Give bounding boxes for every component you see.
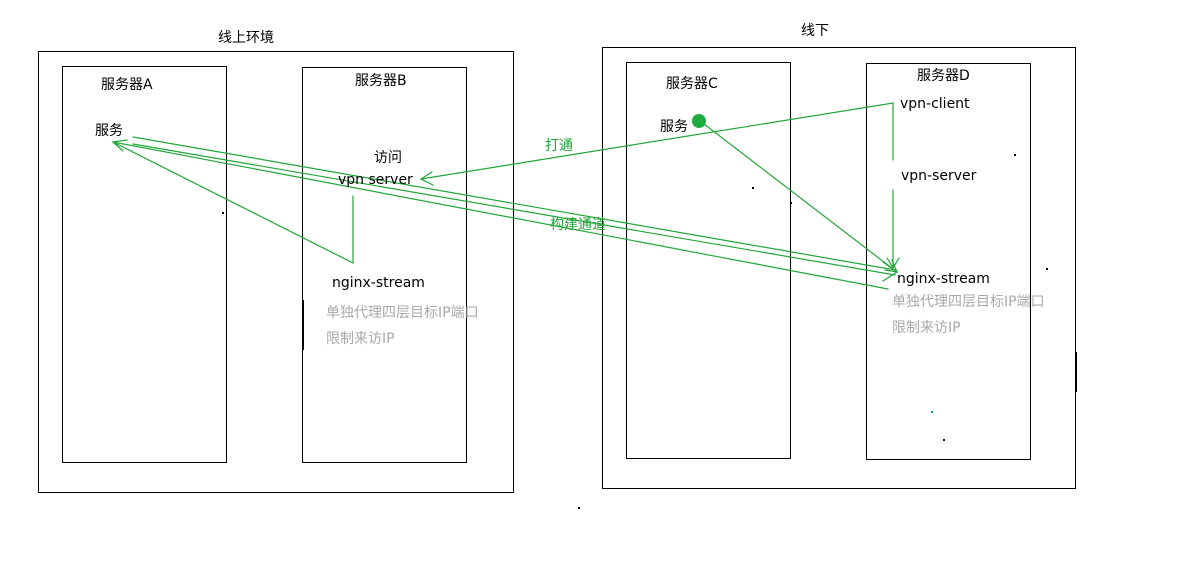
vpn-server-b-label: vpn server [338, 172, 413, 188]
server-a-title: 服务器A [101, 77, 153, 93]
server-d-box [866, 63, 1031, 460]
nginx-d-note-line2: 限制来访IP [892, 320, 961, 336]
access-label: 访问 [374, 150, 402, 166]
channel-label: 构建通道 [550, 217, 606, 233]
channel-arrowhead [882, 261, 899, 282]
server-b-title: 服务器B [355, 73, 407, 89]
server-c-box [626, 62, 791, 459]
vpn-server-d-label: vpn-server [901, 168, 977, 184]
channel-arrow-lower [132, 143, 896, 276]
nginx-b-note-line2: 限制来访IP [326, 331, 395, 347]
service-c-to-nginx-d-arrow [703, 123, 898, 273]
nginx-b-note-line1: 单独代理四层目标IP端口 [326, 305, 479, 321]
service-c-dot [692, 114, 706, 128]
return-to-service-a-arrow [112, 141, 889, 290]
online-environment-box [38, 51, 514, 493]
open-tunnel-label: 打通 [545, 138, 573, 154]
service-a-label: 服务 [95, 123, 123, 139]
vpn-client-label: vpn-client [900, 96, 970, 112]
nginx-d-note-line1: 单独代理四层目标IP端口 [892, 294, 1045, 310]
server-c-title: 服务器C [666, 76, 718, 92]
offline-environment-box [602, 47, 1076, 489]
server-a-box [62, 66, 227, 463]
online-environment-title: 线上环境 [218, 30, 274, 46]
server-b-box [302, 67, 467, 463]
service-c-label: 服务 [660, 119, 688, 135]
nginx-stream-b-label: nginx-stream [332, 275, 425, 291]
nginx-stream-d-label: nginx-stream [897, 271, 990, 287]
channel-arrow-upper [132, 136, 896, 271]
server-d-title: 服务器D [917, 68, 970, 84]
vpn-server-to-nginx-d-arrowhead [886, 257, 900, 270]
nginx-b-to-service-a-line [112, 141, 354, 264]
offline-environment-title: 线下 [801, 23, 829, 39]
open-tunnel-arrowhead [419, 171, 434, 186]
open-tunnel-arrow [420, 102, 894, 180]
